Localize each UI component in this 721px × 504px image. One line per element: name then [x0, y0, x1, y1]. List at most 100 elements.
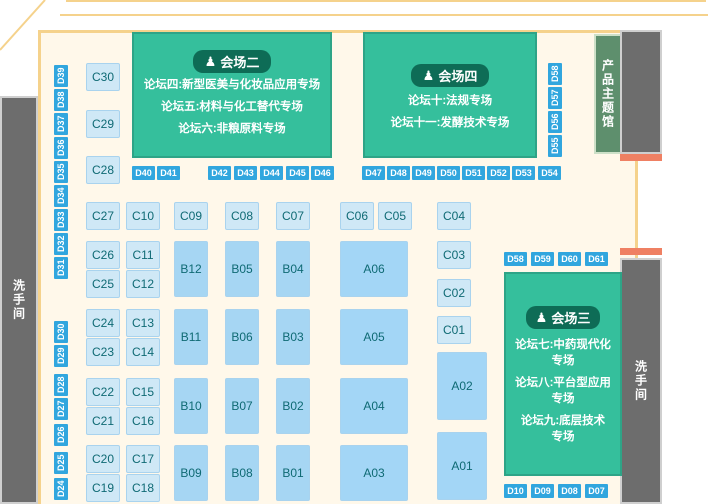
hall-4-title: ♟会场四 [410, 64, 490, 87]
booth-d39[interactable]: D39 [54, 65, 68, 87]
hall-3-title: ♟会场三 [525, 306, 601, 329]
booth-d32[interactable]: D32 [54, 233, 68, 255]
booth-c19[interactable]: C19 [86, 474, 120, 502]
booth-c12[interactable]: C12 [126, 270, 160, 298]
booth-c13[interactable]: C13 [126, 309, 160, 337]
booth-d33[interactable]: D33 [54, 209, 68, 231]
booth-d50[interactable]: D50 [437, 166, 460, 180]
booth-d56[interactable]: D56 [548, 111, 562, 133]
booth-d53[interactable]: D53 [512, 166, 535, 180]
hall-3-forum-1b: 专场 [551, 355, 575, 367]
booth-a02[interactable]: A02 [437, 352, 487, 420]
podium-icon: ♟ [422, 67, 435, 83]
booth-d41[interactable]: D41 [157, 166, 180, 180]
booth-d54[interactable]: D54 [538, 166, 561, 180]
booth-d30[interactable]: D30 [54, 321, 68, 343]
booth-b11[interactable]: B11 [174, 309, 208, 365]
booth-b07[interactable]: B07 [225, 378, 259, 434]
booth-d47[interactable]: D47 [362, 166, 385, 180]
booth-c27[interactable]: C27 [86, 202, 120, 230]
booth-d34[interactable]: D34 [54, 185, 68, 207]
booth-b05[interactable]: B05 [225, 241, 259, 297]
booth-a03[interactable]: A03 [340, 445, 408, 501]
booth-c02[interactable]: C02 [437, 279, 471, 307]
booth-c11[interactable]: C11 [126, 241, 160, 269]
booth-d45[interactable]: D45 [286, 166, 309, 180]
booth-d44[interactable]: D44 [260, 166, 283, 180]
booth-b10[interactable]: B10 [174, 378, 208, 434]
booth-d58-row[interactable]: D58 [504, 252, 527, 266]
booth-c30[interactable]: C30 [86, 63, 120, 91]
booth-d36[interactable]: D36 [54, 137, 68, 159]
booth-c26[interactable]: C26 [86, 241, 120, 269]
booth-d25[interactable]: D25 [54, 452, 68, 474]
booth-c03[interactable]: C03 [437, 241, 471, 269]
booth-c08[interactable]: C08 [225, 202, 259, 230]
booth-b04[interactable]: B04 [276, 241, 310, 297]
booth-c25[interactable]: C25 [86, 270, 120, 298]
booth-a04[interactable]: A04 [340, 378, 408, 434]
booth-d29[interactable]: D29 [54, 345, 68, 367]
booth-b08[interactable]: B08 [225, 445, 259, 501]
booth-a06[interactable]: A06 [340, 241, 408, 297]
booth-d61[interactable]: D61 [585, 252, 608, 266]
booth-c10[interactable]: C10 [126, 202, 160, 230]
booth-b06[interactable]: B06 [225, 309, 259, 365]
booth-d58[interactable]: D58 [548, 63, 562, 85]
booth-c22[interactable]: C22 [86, 378, 120, 406]
booth-d43[interactable]: D43 [234, 166, 257, 180]
booth-c28[interactable]: C28 [86, 156, 120, 184]
booth-d09[interactable]: D09 [531, 484, 554, 498]
booth-c15[interactable]: C15 [126, 378, 160, 406]
booth-c23[interactable]: C23 [86, 338, 120, 366]
booth-d60[interactable]: D60 [558, 252, 581, 266]
booth-d52[interactable]: D52 [487, 166, 510, 180]
booth-d42[interactable]: D42 [208, 166, 231, 180]
booth-d59[interactable]: D59 [531, 252, 554, 266]
booth-c01[interactable]: C01 [437, 316, 471, 344]
booth-b03[interactable]: B03 [276, 309, 310, 365]
booth-c21[interactable]: C21 [86, 407, 120, 435]
booth-b01[interactable]: B01 [276, 445, 310, 501]
booth-d57[interactable]: D57 [548, 87, 562, 109]
booth-a05[interactable]: A05 [340, 309, 408, 365]
booth-b02[interactable]: B02 [276, 378, 310, 434]
booth-d27[interactable]: D27 [54, 398, 68, 420]
hall-3-forum-3: 论坛九:底层技术 [520, 415, 606, 427]
booth-d51[interactable]: D51 [462, 166, 485, 180]
booth-d31[interactable]: D31 [54, 257, 68, 279]
hall-3: ♟会场三 论坛七:中药现代化 专场 论坛八:平台型应用 专场 论坛九:底层技术 … [504, 272, 622, 476]
booth-d24[interactable]: D24 [54, 478, 68, 500]
booth-b12[interactable]: B12 [174, 241, 208, 297]
booth-d26[interactable]: D26 [54, 424, 68, 446]
booth-c17[interactable]: C17 [126, 445, 160, 473]
booth-c05[interactable]: C05 [378, 202, 412, 230]
booth-d28[interactable]: D28 [54, 374, 68, 396]
booth-c04[interactable]: C04 [437, 202, 471, 230]
booth-c20[interactable]: C20 [86, 445, 120, 473]
booth-d07[interactable]: D07 [585, 484, 608, 498]
booth-d08[interactable]: D08 [558, 484, 581, 498]
booth-d37[interactable]: D37 [54, 113, 68, 135]
booth-c14[interactable]: C14 [126, 338, 160, 366]
booth-c06[interactable]: C06 [340, 202, 374, 230]
booth-c29[interactable]: C29 [86, 110, 120, 138]
booth-d10[interactable]: D10 [504, 484, 527, 498]
booth-c09[interactable]: C09 [174, 202, 208, 230]
booth-b09[interactable]: B09 [174, 445, 208, 501]
booth-c07[interactable]: C07 [276, 202, 310, 230]
booth-c16[interactable]: C16 [126, 407, 160, 435]
booth-d35[interactable]: D35 [54, 161, 68, 183]
booth-c18[interactable]: C18 [126, 474, 160, 502]
booth-d55[interactable]: D55 [548, 135, 562, 157]
top-wall-line [66, 0, 706, 2]
booth-a01[interactable]: A01 [437, 432, 487, 500]
hall-3-forum-1: 论坛七:中药现代化 [515, 339, 611, 351]
booth-d48[interactable]: D48 [387, 166, 410, 180]
booth-c24[interactable]: C24 [86, 309, 120, 337]
booth-d40[interactable]: D40 [132, 166, 155, 180]
booth-d38[interactable]: D38 [54, 89, 68, 111]
booth-d46[interactable]: D46 [311, 166, 334, 180]
booth-d49[interactable]: D49 [412, 166, 435, 180]
podium-icon: ♟ [204, 53, 217, 69]
